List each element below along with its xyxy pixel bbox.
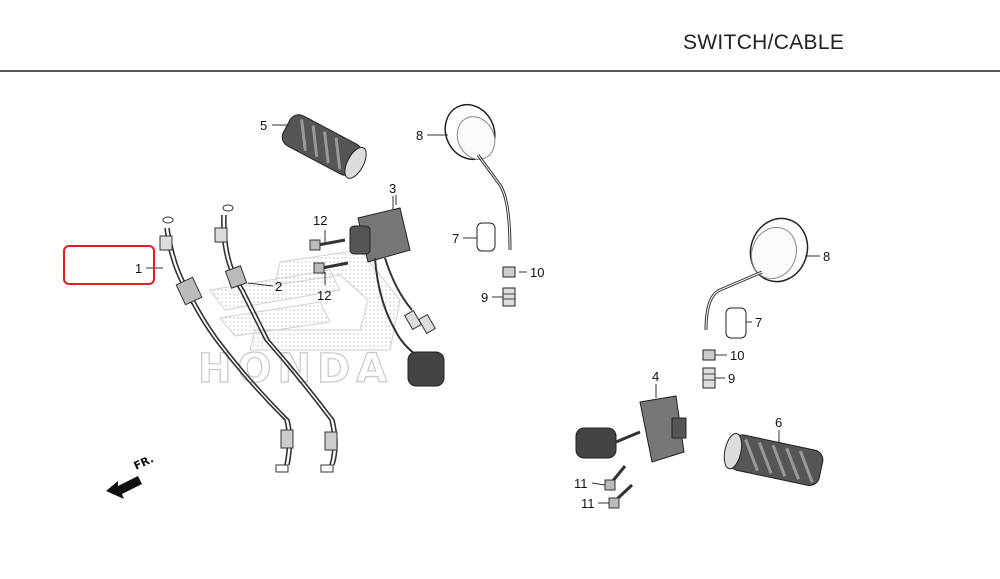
callout-9-left[interactable]: 9 (481, 290, 488, 305)
callout-7-left[interactable]: 7 (452, 231, 459, 246)
part-6-right-grip[interactable] (721, 432, 824, 488)
part-4-right-switch-housing[interactable] (575, 395, 687, 463)
callout-10-right[interactable]: 10 (730, 348, 744, 363)
callout-10-left[interactable]: 10 (530, 265, 544, 280)
callout-6[interactable]: 6 (775, 415, 782, 430)
part-12-screws[interactable] (309, 238, 349, 274)
callout-3[interactable]: 3 (389, 181, 396, 196)
callout-8-left[interactable]: 8 (416, 128, 423, 143)
honda-wing-watermark: HONDA (197, 249, 401, 393)
part-3-switch-housing[interactable] (349, 195, 445, 387)
part-9-left-adapter[interactable] (502, 287, 516, 307)
part-11-screws[interactable] (604, 465, 634, 509)
part-5-left-grip[interactable] (279, 111, 371, 181)
part-1-highlight-box (63, 245, 155, 285)
part-9-right-adapter[interactable] (702, 367, 716, 389)
part-10-left-nut[interactable] (502, 266, 516, 278)
callout-11-top[interactable]: 11 (574, 476, 588, 491)
front-direction-arrow: FR. (106, 452, 156, 499)
part-7-right-boot[interactable] (725, 307, 747, 339)
part-1-throttle-cable[interactable] (159, 216, 294, 473)
callout-12-top[interactable]: 12 (313, 213, 327, 228)
callout-5[interactable]: 5 (260, 118, 267, 133)
part-2-cable[interactable] (214, 204, 338, 473)
callout-8-right[interactable]: 8 (823, 249, 830, 264)
callout-numbers: 1 2 3 4 5 6 7 7 8 8 9 9 10 10 11 11 12 1… (135, 118, 830, 511)
page-title: SWITCH/CABLE (683, 31, 845, 54)
callout-4[interactable]: 4 (652, 369, 659, 384)
part-8-right-mirror[interactable] (704, 210, 816, 331)
part-8-left-mirror[interactable] (436, 96, 512, 251)
callout-12-bottom[interactable]: 12 (317, 288, 331, 303)
leader-lines (146, 124, 820, 504)
callout-11-bottom[interactable]: 11 (581, 496, 595, 511)
callout-9-right[interactable]: 9 (728, 371, 735, 386)
front-label: FR. (132, 452, 156, 472)
callout-1[interactable]: 1 (135, 261, 142, 276)
header-divider (0, 70, 1000, 72)
part-10-right-nut[interactable] (702, 349, 716, 361)
part-7-left-boot[interactable] (476, 222, 496, 252)
honda-watermark-text: HONDA (198, 346, 393, 392)
callout-7-right[interactable]: 7 (755, 315, 762, 330)
callout-2[interactable]: 2 (275, 279, 282, 294)
